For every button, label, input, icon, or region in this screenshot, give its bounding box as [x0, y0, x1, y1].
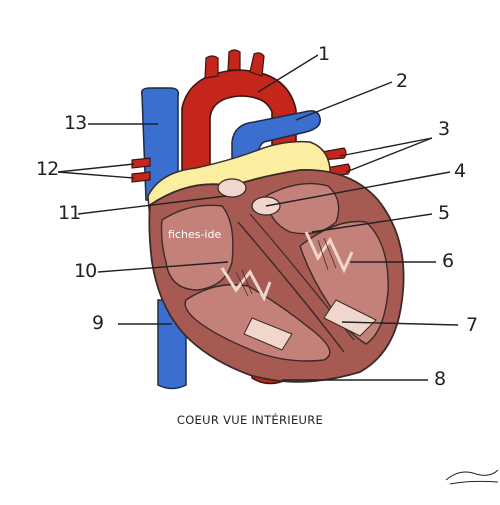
interventricular-septum [237, 221, 345, 353]
left-subclavian [249, 52, 265, 77]
label-1: 1 [318, 43, 330, 65]
label-13: 13 [64, 112, 87, 134]
label-3: 3 [438, 118, 450, 140]
pale-papillary-right [243, 317, 293, 351]
leader-10 [97, 261, 229, 273]
leader-4 [265, 171, 451, 207]
brachiocephalic-trunk [204, 55, 219, 79]
pulmonary-vein-right-upper [321, 147, 347, 161]
label-10: 10 [74, 260, 97, 282]
pulmonary-vein-left-upper [131, 157, 151, 169]
leader-12a [57, 163, 135, 173]
pulmonary-valve [217, 178, 247, 198]
label-11: 11 [58, 202, 81, 224]
pale-papillary-left [323, 299, 377, 337]
label-8: 8 [434, 368, 446, 390]
mitral-valve [304, 231, 354, 274]
label-7: 7 [466, 314, 478, 336]
label-5: 5 [438, 202, 450, 224]
leader-12b [57, 171, 135, 179]
leader-1 [257, 54, 319, 93]
leader-7 [341, 321, 459, 326]
tricuspid-valve [220, 267, 272, 302]
superior-vena-cava [140, 87, 180, 201]
label-2: 2 [396, 70, 408, 92]
chordae-tendineae [235, 237, 337, 297]
label-4: 4 [454, 160, 466, 182]
leader-3a [339, 137, 433, 157]
leader-2 [295, 81, 393, 121]
label-6: 6 [442, 250, 454, 272]
watermark-text: fiches-ide [168, 228, 222, 241]
leader-11 [77, 195, 227, 215]
pulmonary-vein-left-lower [131, 171, 151, 183]
diagram-caption: COEUR VUE INTÉRIEURE [176, 413, 324, 427]
leader-3b [345, 137, 433, 173]
right-atrium-chamber [160, 204, 234, 291]
left-common-carotid [227, 49, 241, 71]
artist-signature [445, 469, 499, 485]
leader-5 [311, 213, 433, 233]
label-12: 12 [36, 158, 59, 180]
label-9: 9 [92, 312, 104, 334]
